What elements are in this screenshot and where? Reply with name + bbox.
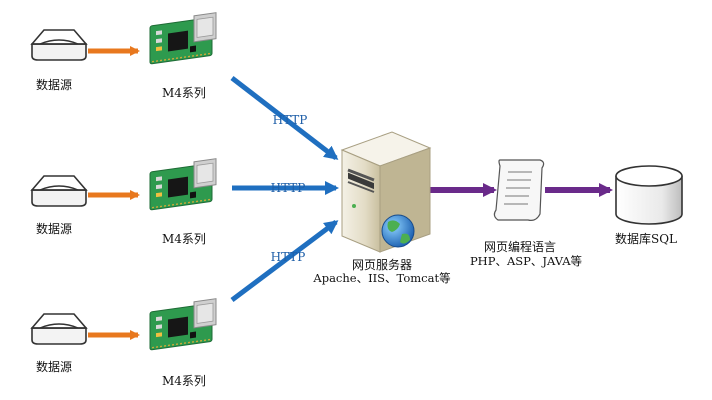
m4-module-board-icon [149,298,217,351]
database-cylinder-icon [615,165,683,225]
script-document-icon [493,159,545,221]
module-label-3: M4系列 [162,374,206,388]
module-label-1: M4系列 [162,86,206,100]
http-arrow-3 [230,220,339,302]
http-label-3: HTTP [270,250,306,264]
module-label-2: M4系列 [162,232,206,246]
data-source-label-1: 数据源 [36,78,73,92]
data-source-label-2: 数据源 [36,222,73,236]
http-label-1: HTTP [272,113,308,127]
disk-drive-icon [31,313,87,345]
http-label-2: HTTP [270,181,306,195]
http-arrow-1 [230,76,339,160]
language-subtitle: PHP、ASP、JAVA等 [469,254,583,268]
server-subtitle: Apache、IIS、Tomcat等 [313,271,451,285]
disk-drive-icon [31,29,87,61]
m4-module-board-icon [149,12,217,65]
language-title: 网页编程语言 [483,240,557,254]
data-source-label-3: 数据源 [36,360,73,374]
server-title: 网页服务器 [351,258,413,272]
database-label: 数据库SQL [614,232,678,246]
disk-drive-icon [31,175,87,207]
m4-module-board-icon [149,158,217,211]
globe-icon [381,214,415,248]
